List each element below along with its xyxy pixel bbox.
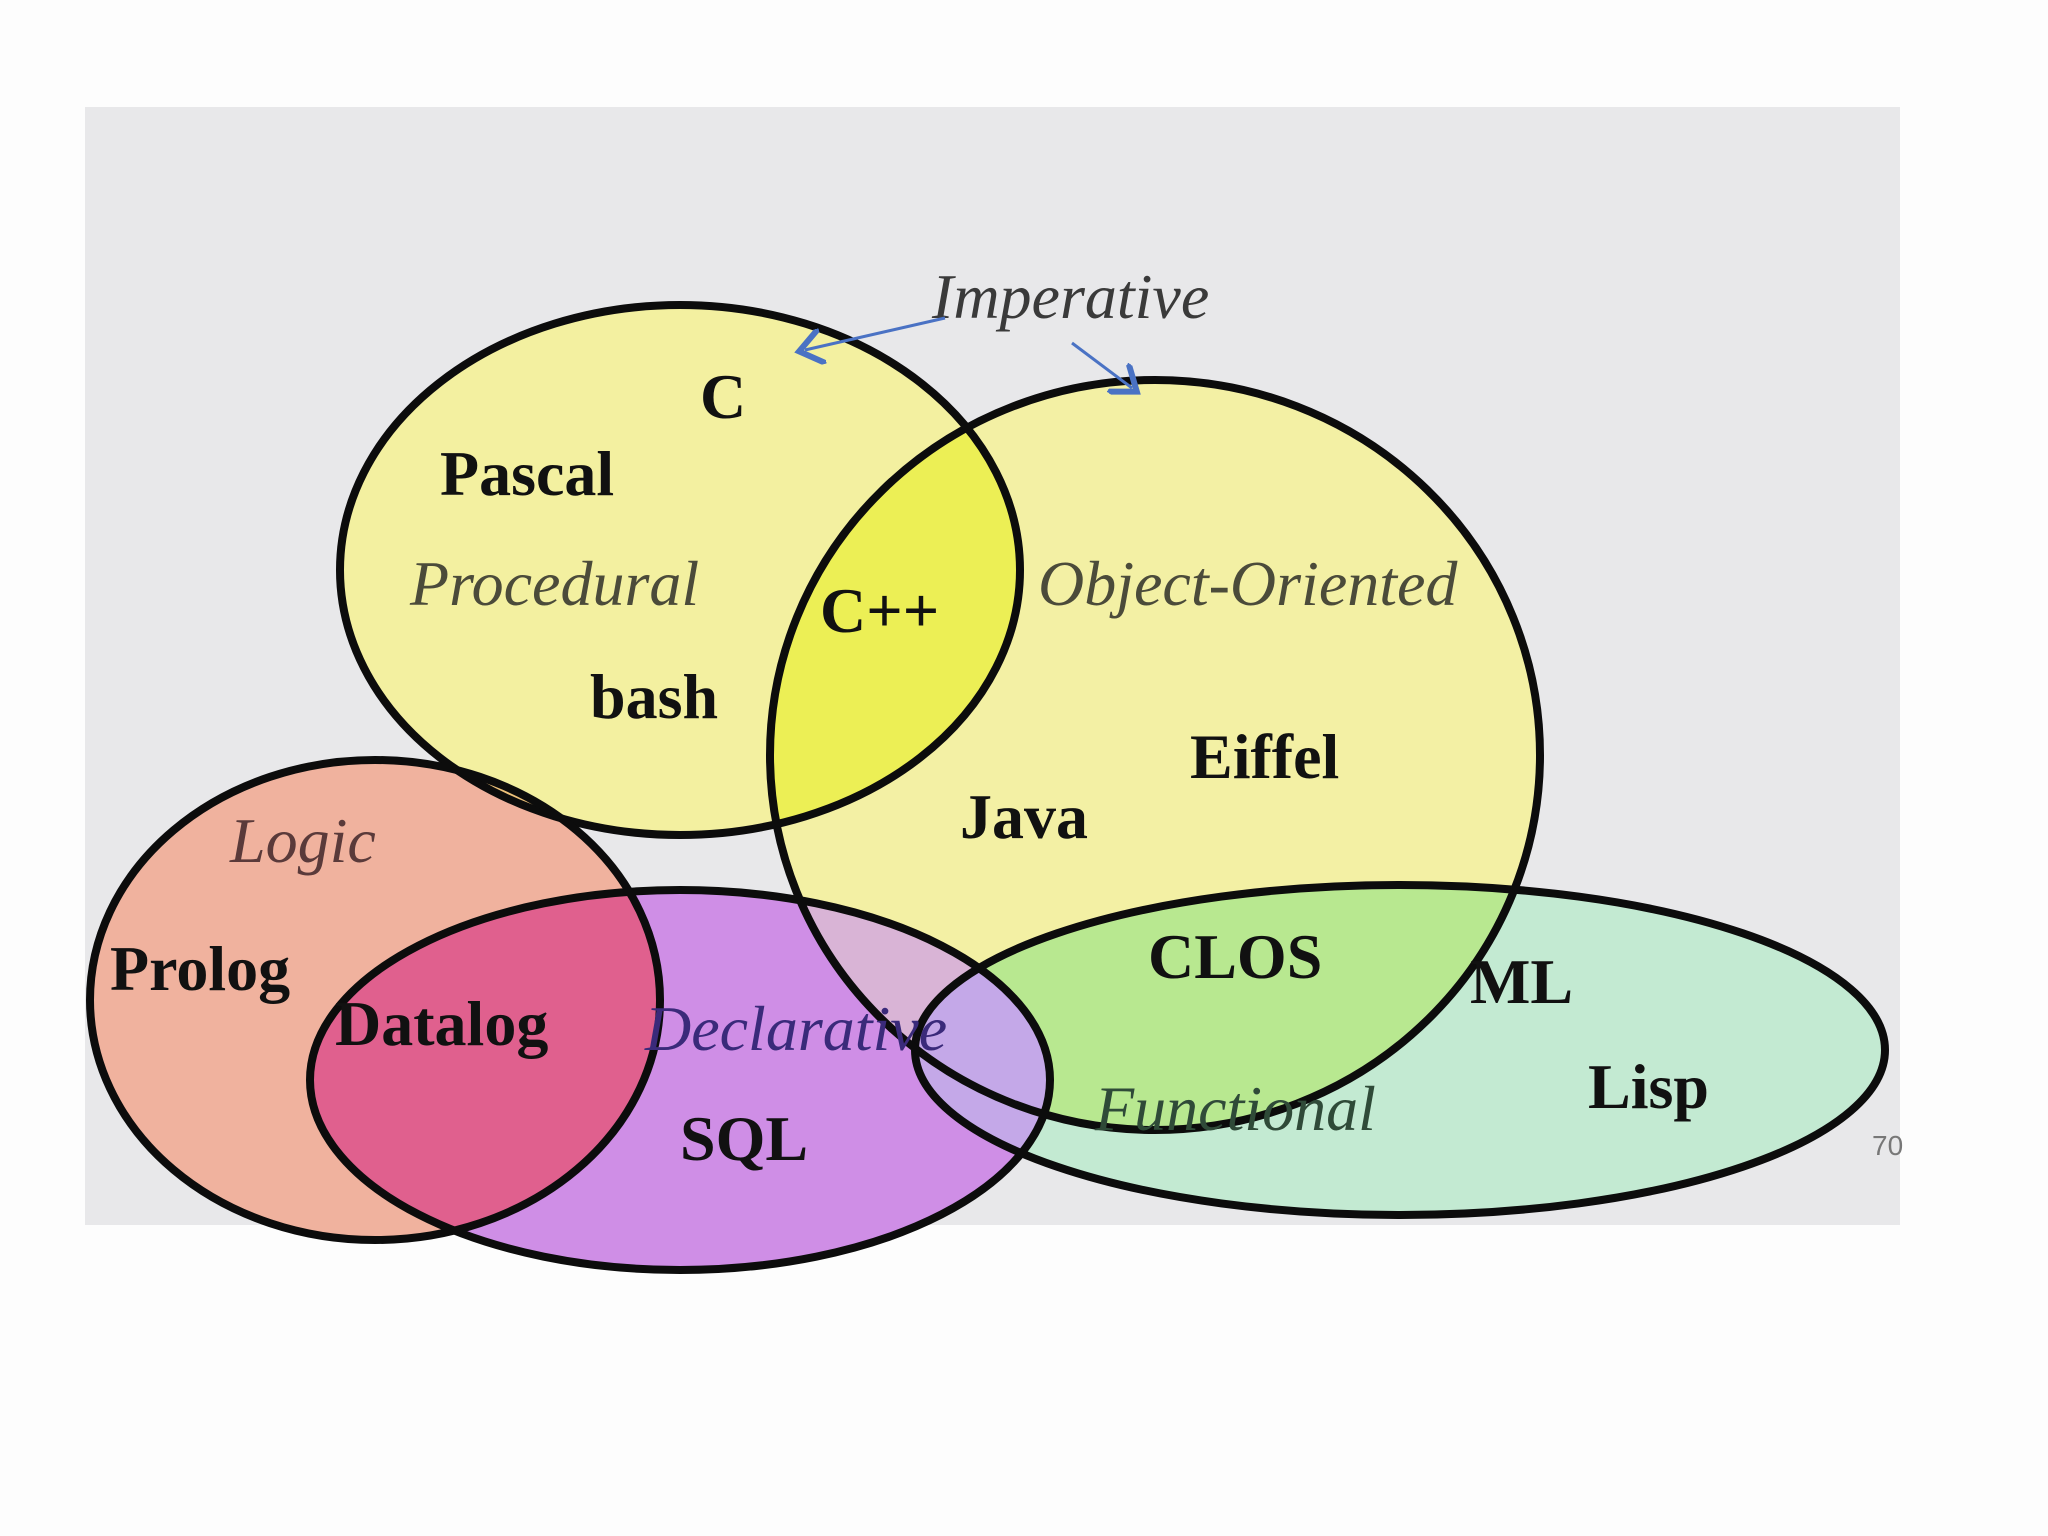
- procedural-label: Procedural: [409, 548, 699, 619]
- page-number: 70: [1872, 1130, 1904, 1161]
- lang-pascal: Pascal: [440, 438, 614, 509]
- imperative-label: Imperative: [931, 261, 1209, 332]
- lang-bash: bash: [590, 661, 718, 732]
- logic-outline: [86, 756, 664, 1244]
- lang-cpp: C++: [820, 575, 939, 646]
- object-oriented-outline: [766, 376, 1544, 1134]
- lang-eiffel: Eiffel: [1190, 721, 1339, 792]
- imperative-arrow-left: [805, 316, 946, 350]
- cpp-overlap-region: [770, 380, 1020, 835]
- lang-clos: CLOS: [1148, 921, 1322, 992]
- declarative-outline: [306, 886, 1054, 1274]
- lang-java: Java: [960, 781, 1088, 852]
- lang-prolog: Prolog: [110, 933, 290, 1004]
- lang-lisp: Lisp: [1588, 1051, 1709, 1122]
- logic-label: Logic: [229, 805, 376, 876]
- imperative-arrow-right: [1071, 341, 1132, 388]
- lang-sql: SQL: [680, 1103, 808, 1174]
- lang-c: C: [700, 361, 746, 432]
- declarative-label: Declarative: [644, 993, 947, 1064]
- lang-datalog: Datalog: [335, 988, 548, 1059]
- functional-label: Functional: [1094, 1073, 1376, 1144]
- object-oriented-label: Object-Oriented: [1038, 548, 1458, 619]
- lang-ml: ML: [1470, 946, 1573, 1017]
- procedural-outline: [336, 301, 1024, 839]
- oo-declarative-overlap: [770, 890, 1050, 1130]
- datalog-overlap-region: [310, 890, 660, 1240]
